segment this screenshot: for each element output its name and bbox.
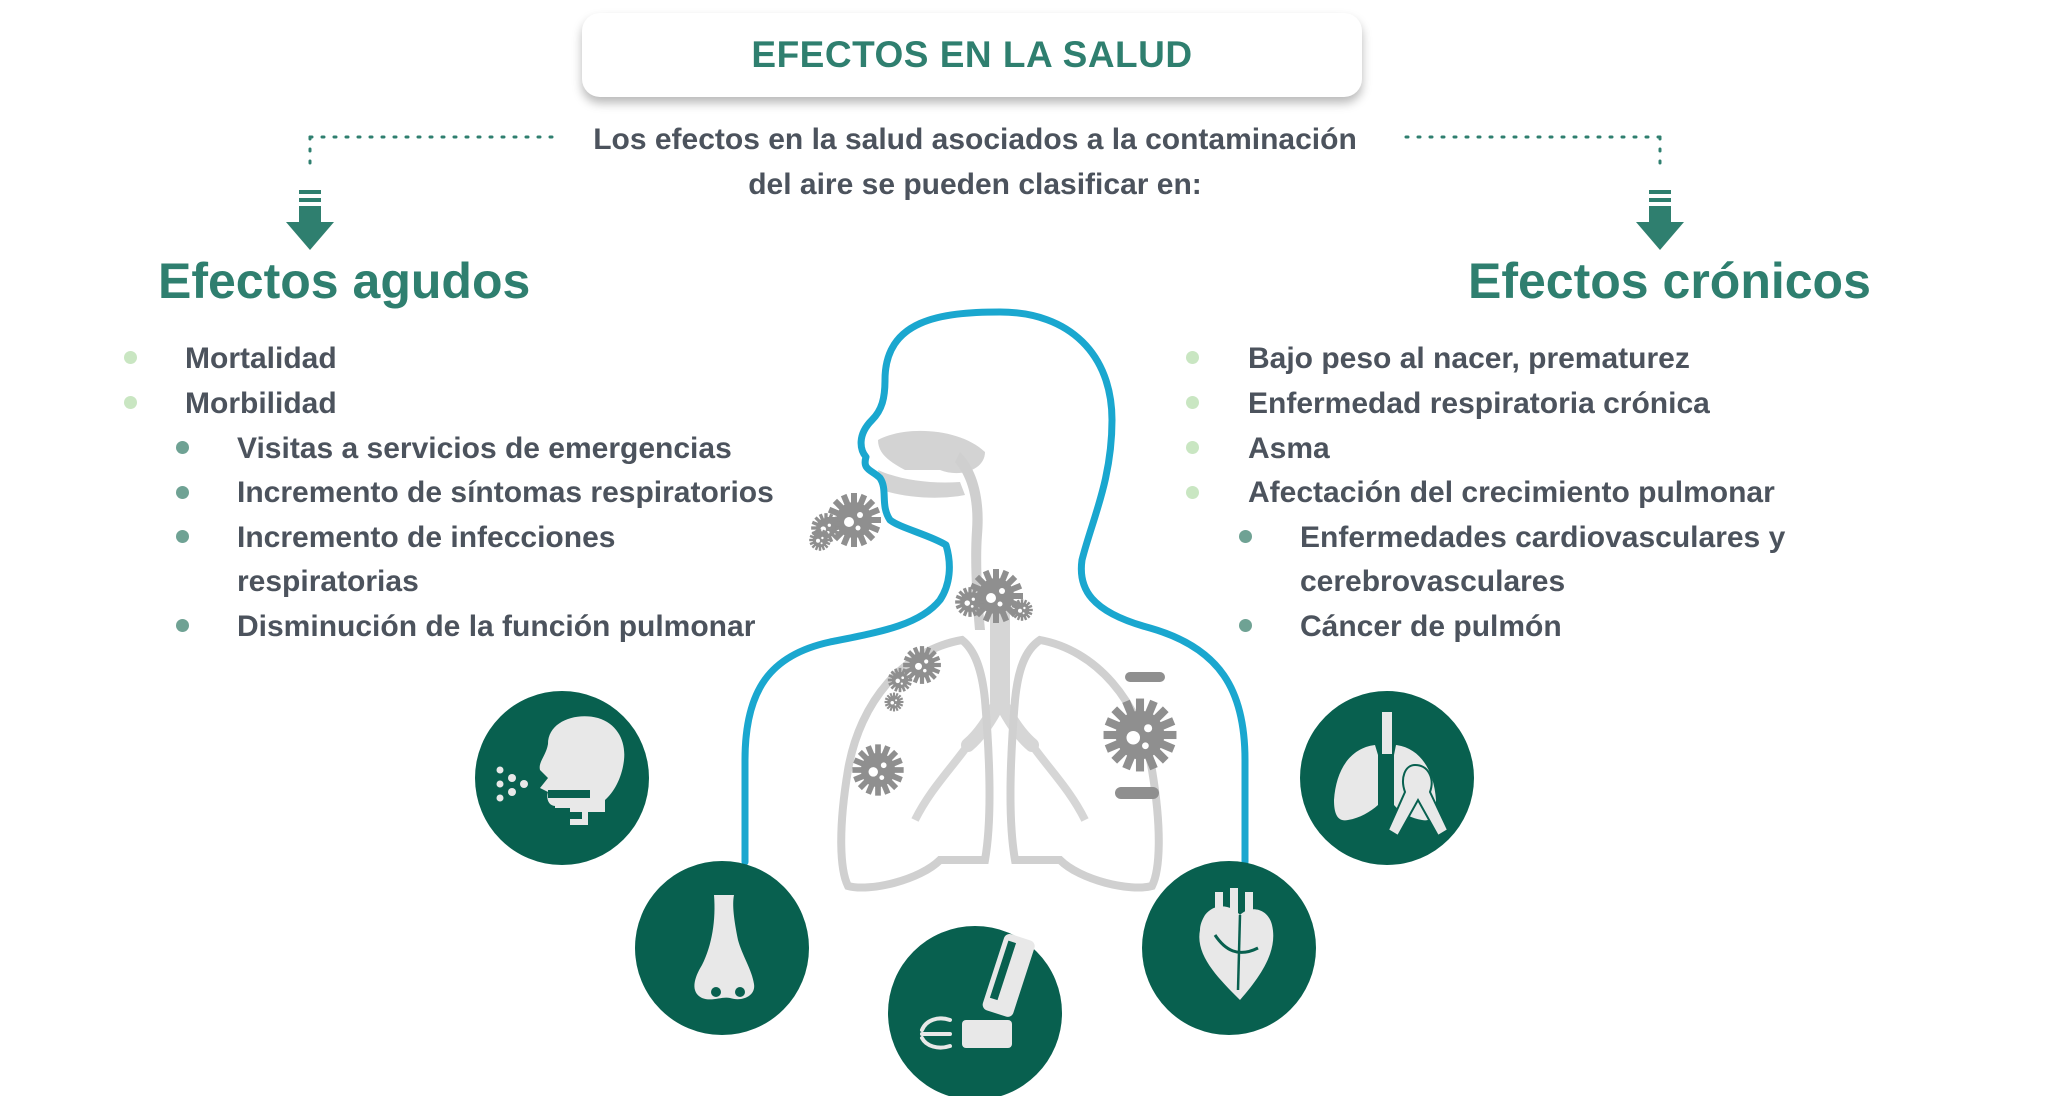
bullet (1239, 530, 1252, 543)
acute-subitem: Disminución de la función pulmonar (237, 610, 756, 643)
acute-item: Morbilidad (185, 387, 337, 420)
acute-item: Mortalidad (185, 342, 337, 375)
nose-icon (635, 861, 809, 1035)
bullet (1186, 351, 1199, 364)
down-arrow-icon (286, 190, 334, 250)
chronic-subitem: cerebrovasculares (1300, 565, 1566, 598)
bullet (1239, 619, 1252, 632)
down-arrow-icon (1636, 190, 1684, 250)
chronic-item: Bajo peso al nacer, prematurez (1248, 342, 1690, 375)
intro-text: Los efectos en la salud asociados a la c… (560, 117, 1390, 207)
intro-line-2: del aire se pueden clasificar en: (748, 168, 1202, 201)
heart-icon (1142, 861, 1316, 1035)
acute-subitem: Visitas a servicios de emergencias (237, 432, 732, 465)
respiratory-system-illustration (837, 430, 1163, 892)
bullet (124, 396, 137, 409)
bullet (1186, 396, 1199, 409)
bullet (176, 441, 189, 454)
body-outline (741, 308, 1249, 866)
chronic-item: Asma (1248, 432, 1330, 465)
inhaler-icon (888, 926, 1062, 1096)
bullet (1186, 486, 1199, 499)
chronic-item: Afectación del crecimiento pulmonar (1248, 476, 1775, 509)
chronic-subitem: Cáncer de pulmón (1300, 610, 1562, 643)
acute-heading: Efectos agudos (158, 253, 531, 309)
left-connector (286, 135, 564, 250)
intro-line-1: Los efectos en la salud asociados a la c… (593, 123, 1357, 156)
chronic-heading: Efectos crónicos (1468, 253, 1871, 309)
right-connector (1404, 135, 1684, 250)
breathing-head-icon (475, 691, 649, 865)
lungs-cancer-ribbon-icon (1300, 691, 1474, 865)
acute-subitem: Incremento de infecciones (237, 521, 616, 554)
bullet (176, 619, 189, 632)
acute-subitem: Incremento de síntomas respiratorios (237, 476, 774, 509)
acute-subitem: respiratorias (237, 565, 419, 598)
bullet (176, 530, 189, 543)
title-box: EFECTOS EN LA SALUD (582, 13, 1362, 97)
chronic-item: Enfermedad respiratoria crónica (1248, 387, 1710, 420)
page-title: EFECTOS EN LA SALUD (751, 34, 1193, 75)
bullet (124, 351, 137, 364)
chronic-subitem: Enfermedades cardiovasculares y (1300, 521, 1786, 554)
pollution-particles (809, 493, 1177, 799)
bullet (1186, 441, 1199, 454)
bullet (176, 486, 189, 499)
